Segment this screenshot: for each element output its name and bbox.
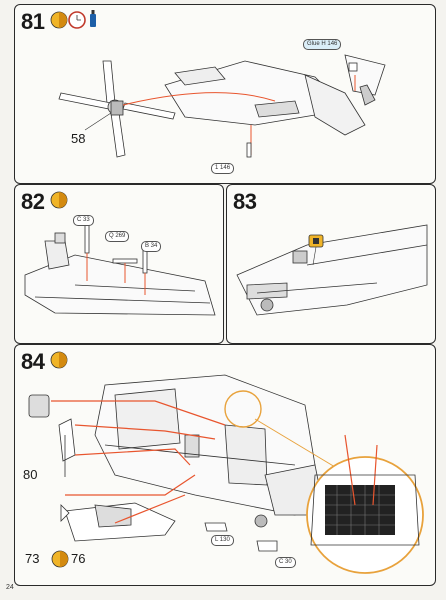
step-82-number: 82 bbox=[21, 189, 45, 214]
step-82-panel: 82 C 33 Q 269 B 34 bbox=[14, 184, 224, 344]
detail-inset bbox=[254, 418, 424, 574]
callout-80: 80 bbox=[23, 467, 38, 482]
assembly-guide-lines bbox=[86, 253, 146, 295]
step-82-illustration bbox=[24, 191, 216, 316]
step-81-panel: 81 bbox=[14, 4, 436, 184]
part-146-drawing bbox=[246, 142, 252, 158]
tail-boom bbox=[164, 54, 386, 136]
part-glue-drawing bbox=[348, 62, 358, 72]
fuselage-side bbox=[24, 232, 216, 316]
part-label-c33: C 33 bbox=[73, 215, 94, 226]
step-84-panel: 84 bbox=[14, 344, 436, 586]
paint-color-icon bbox=[50, 11, 68, 29]
step-83-number: 83 bbox=[233, 189, 257, 214]
step-81-number: 81 bbox=[21, 9, 45, 34]
step-84-illustration bbox=[28, 351, 424, 574]
missile-assembly bbox=[60, 502, 176, 542]
step-84-number: 84 bbox=[21, 349, 45, 374]
part-label-b34: B 34 bbox=[141, 241, 162, 252]
part-130-drawing bbox=[204, 522, 228, 532]
paint-color-icon-73 bbox=[51, 550, 69, 568]
part-label-glue-146: Glue H 146 bbox=[303, 39, 342, 50]
callout-73: 73 bbox=[25, 551, 40, 566]
part-80-assembly bbox=[28, 394, 76, 477]
glue-bottle-icon bbox=[90, 10, 96, 27]
paint-leader bbox=[312, 246, 317, 266]
part-30-drawing bbox=[256, 540, 278, 552]
callout-58-leader bbox=[84, 112, 112, 131]
part-label-146: 1 146 bbox=[211, 163, 235, 174]
paint-color-icon bbox=[50, 351, 68, 369]
step-83-illustration bbox=[236, 224, 428, 316]
drying-time-icon bbox=[68, 11, 86, 29]
callout-76: 76 bbox=[71, 551, 86, 566]
rotor-blades bbox=[58, 60, 176, 158]
part-label-c30: C 30 bbox=[275, 557, 296, 568]
assembly-guide-lines bbox=[51, 390, 262, 524]
step-81-illustration bbox=[50, 10, 386, 158]
paint-color-icon bbox=[50, 191, 68, 209]
part-label-l130: L 130 bbox=[211, 535, 234, 546]
callout-58: 58 bbox=[71, 131, 86, 146]
part-label-q269: Q 269 bbox=[105, 231, 130, 242]
fuselage-top bbox=[236, 224, 428, 316]
paint-chip-icon bbox=[308, 234, 324, 248]
page-number: 24 bbox=[6, 584, 14, 591]
step-83-panel: 83 bbox=[226, 184, 436, 344]
